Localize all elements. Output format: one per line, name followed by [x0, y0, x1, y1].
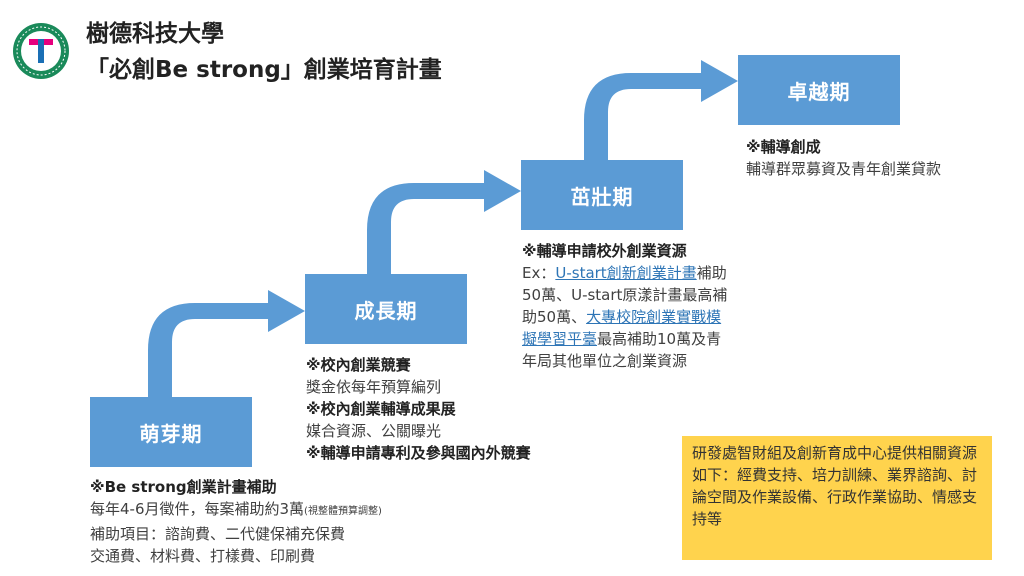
college-startup-platform-link[interactable]: 大專校院創業實戰模擬學習平臺 [522, 308, 722, 348]
stage-excellence-line: 輔導群眾募資及青年創業貸款 [746, 160, 942, 178]
stage-growth-line: 獎金依每年預算編列 [306, 378, 442, 396]
stage-thriving: 茁壯期 [521, 160, 683, 230]
school-name: 樹德科技大學 [86, 21, 224, 47]
stage-growth-line: 媒合資源、公關曝光 [306, 422, 442, 440]
stage-germination-heading: ※Be strong創業計畫補助 [90, 478, 277, 496]
stage-germination-line: 補助項目：諮詢費、二代健保補充保費 [90, 525, 346, 543]
stage-growth-heading: ※校內創業輔導成果展 [306, 400, 456, 418]
stage-growth-heading: ※輔導申請專利及參與國內外競賽 [306, 444, 531, 462]
arrow-3 [584, 60, 738, 160]
arrow-2 [367, 170, 521, 274]
program-title: 「必創Be strong」創業培育計畫 [86, 57, 442, 83]
stage-germination: 萌芽期 [90, 397, 252, 467]
stage-thriving-body: Ex：U-start創新創業計畫補助50萬、U-start原漾計畫最高補助50萬… [522, 264, 728, 370]
stage-growth-heading: ※校內創業競賽 [306, 356, 411, 374]
stage-germination-line: 交通費、材料費、打樣費、印刷費 [90, 547, 316, 565]
stage-growth: 成長期 [305, 274, 467, 344]
stage-excellence-description: ※輔導創成 輔導群眾募資及青年創業貸款 [746, 136, 986, 180]
stage-excellence-heading: ※輔導創成 [746, 138, 821, 156]
stage-thriving-heading: ※輔導申請校外創業資源 [522, 242, 687, 260]
u-start-program-link[interactable]: U-start創新創業計畫 [555, 264, 697, 282]
stage-excellence: 卓越期 [738, 55, 900, 125]
stage-germination-line: 每年4-6月徵件，每案補助約3萬(視整體預算調整) [90, 500, 382, 518]
resources-note: 研發處智財組及創新育成中心提供相關資源如下：經費支持、培力訓練、業界諮詢、討論空… [682, 436, 992, 560]
stage-germination-description: ※Be strong創業計畫補助 每年4-6月徵件，每案補助約3萬(視整體預算調… [90, 476, 510, 567]
stage-thriving-description: ※輔導申請校外創業資源 Ex：U-start創新創業計畫補助50萬、U-star… [522, 240, 734, 372]
stage-growth-description: ※校內創業競賽 獎金依每年預算編列 ※校內創業輔導成果展 媒合資源、公關曝光 ※… [306, 354, 626, 464]
arrow-1 [148, 290, 305, 397]
university-logo [13, 23, 69, 79]
